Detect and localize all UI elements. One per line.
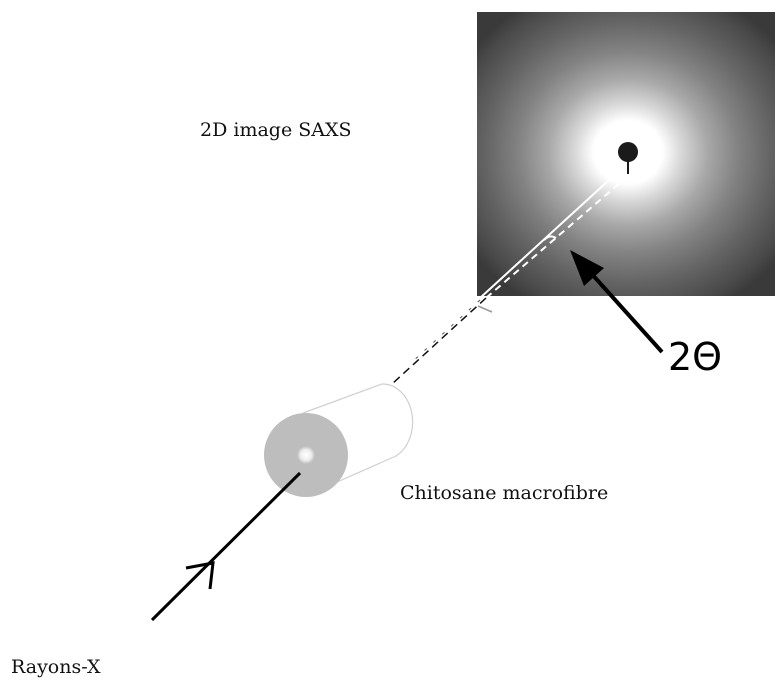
scattered-ray bbox=[479, 169, 621, 299]
arrow-head-icon bbox=[185, 561, 215, 590]
arrow-icon bbox=[570, 250, 604, 286]
direct-beam-line bbox=[485, 175, 629, 299]
beam-tick-mark bbox=[477, 305, 493, 313]
scatter-path-dashed bbox=[411, 299, 481, 363]
angle-label: 2Θ bbox=[668, 335, 723, 379]
angle-pointer-shaft bbox=[588, 270, 664, 354]
angle-arc bbox=[543, 235, 557, 241]
fibre-cylinder bbox=[264, 383, 414, 497]
sample-label: Chitosane macrofibre bbox=[400, 482, 609, 504]
beam-path-dashed bbox=[391, 297, 487, 385]
incident-beam bbox=[150, 471, 302, 622]
beam-spot bbox=[297, 446, 315, 464]
detector-image bbox=[477, 12, 775, 299]
detector-image-label: 2D image SAXS bbox=[200, 119, 352, 141]
beam-label: Rayons-X bbox=[11, 656, 101, 678]
